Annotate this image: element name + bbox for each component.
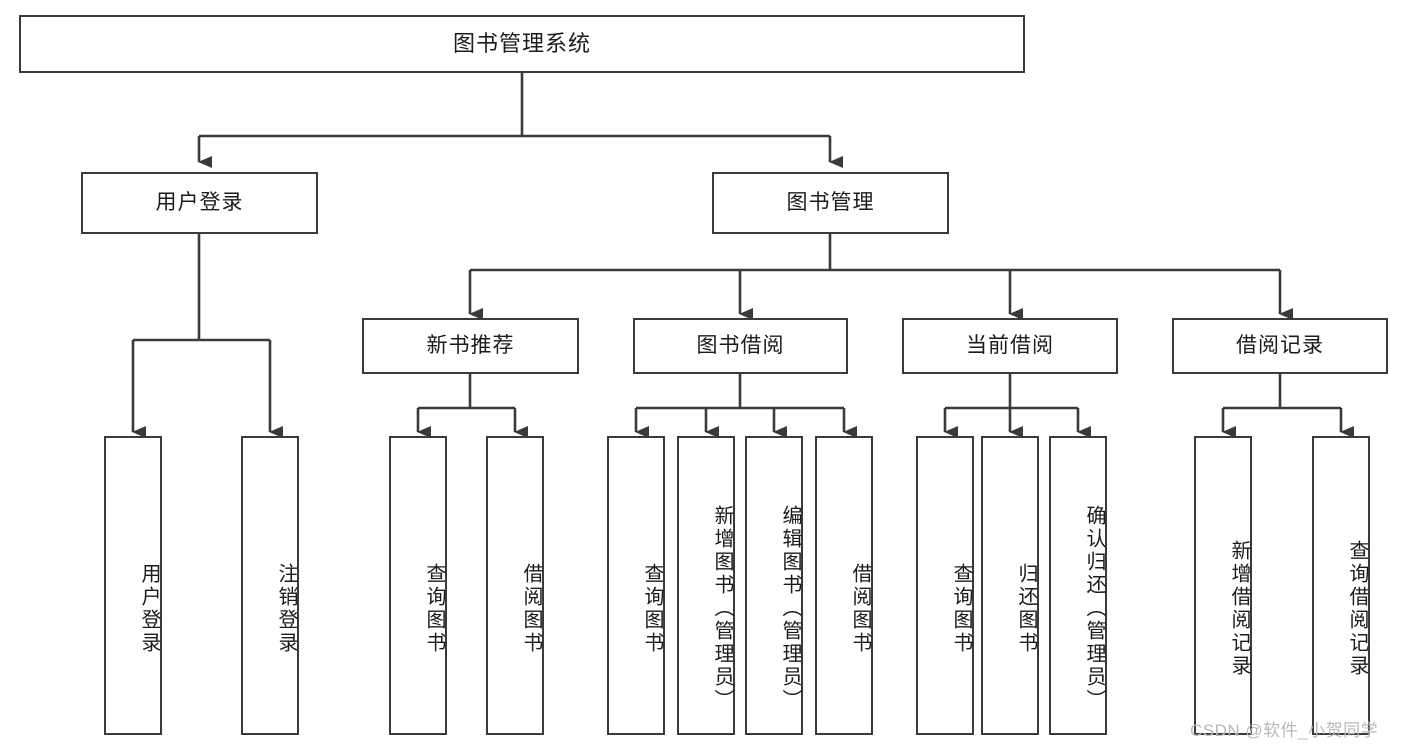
node-leaf-query-book-3[interactable]: 查询图书 (916, 436, 974, 735)
node-book-borrow[interactable]: 图书借阅 (633, 318, 848, 374)
node-leaf-edit-book-label: 编辑图书（管理员） (779, 505, 801, 712)
node-leaf-user-logout[interactable]: 注销登录 (241, 436, 299, 735)
node-current-borrow-label: 当前借阅 (966, 334, 1054, 358)
node-leaf-return-book[interactable]: 归还图书 (981, 436, 1039, 735)
node-borrow-record-label: 借阅记录 (1236, 334, 1324, 358)
node-leaf-user-login[interactable]: 用户登录 (104, 436, 162, 735)
node-leaf-query-book-3-label: 查询图书 (950, 562, 972, 655)
node-current-borrow[interactable]: 当前借阅 (902, 318, 1118, 374)
node-leaf-borrow-book-2[interactable]: 借阅图书 (815, 436, 873, 735)
node-leaf-query-record-label: 查询借阅记录 (1346, 539, 1368, 678)
node-new-book-rec[interactable]: 新书推荐 (362, 318, 579, 374)
node-user-login[interactable]: 用户登录 (81, 172, 318, 234)
node-leaf-query-record[interactable]: 查询借阅记录 (1312, 436, 1370, 735)
node-leaf-query-book-1-label: 查询图书 (423, 562, 445, 655)
node-root-label: 图书管理系统 (452, 30, 591, 56)
node-leaf-add-book-label: 新增图书（管理员） (711, 505, 733, 712)
node-leaf-borrow-book-1-label: 借阅图书 (520, 562, 542, 655)
node-book-manage-label: 图书管理 (786, 191, 875, 215)
node-leaf-query-book-2[interactable]: 查询图书 (607, 436, 665, 735)
node-book-manage[interactable]: 图书管理 (712, 172, 949, 234)
node-leaf-confirm-return[interactable]: 确认归还（管理员） (1049, 436, 1107, 735)
node-borrow-record[interactable]: 借阅记录 (1172, 318, 1388, 374)
node-leaf-query-book-1[interactable]: 查询图书 (389, 436, 447, 735)
node-leaf-add-record-label: 新增借阅记录 (1228, 539, 1250, 678)
node-leaf-user-login-label: 用户登录 (138, 562, 160, 655)
node-book-borrow-label: 图书借阅 (696, 334, 785, 358)
node-new-book-rec-label: 新书推荐 (426, 334, 515, 358)
node-leaf-borrow-book-1[interactable]: 借阅图书 (486, 436, 544, 735)
node-leaf-add-record[interactable]: 新增借阅记录 (1194, 436, 1252, 735)
node-leaf-user-logout-label: 注销登录 (275, 562, 297, 655)
node-leaf-edit-book[interactable]: 编辑图书（管理员） (745, 436, 803, 735)
node-leaf-add-book[interactable]: 新增图书（管理员） (677, 436, 735, 735)
node-leaf-confirm-return-label: 确认归还（管理员） (1083, 505, 1105, 712)
node-user-login-label: 用户登录 (155, 191, 244, 215)
node-leaf-return-book-label: 归还图书 (1015, 562, 1037, 655)
node-leaf-borrow-book-2-label: 借阅图书 (849, 562, 871, 655)
node-root[interactable]: 图书管理系统 (19, 15, 1025, 73)
node-leaf-query-book-2-label: 查询图书 (641, 562, 663, 655)
